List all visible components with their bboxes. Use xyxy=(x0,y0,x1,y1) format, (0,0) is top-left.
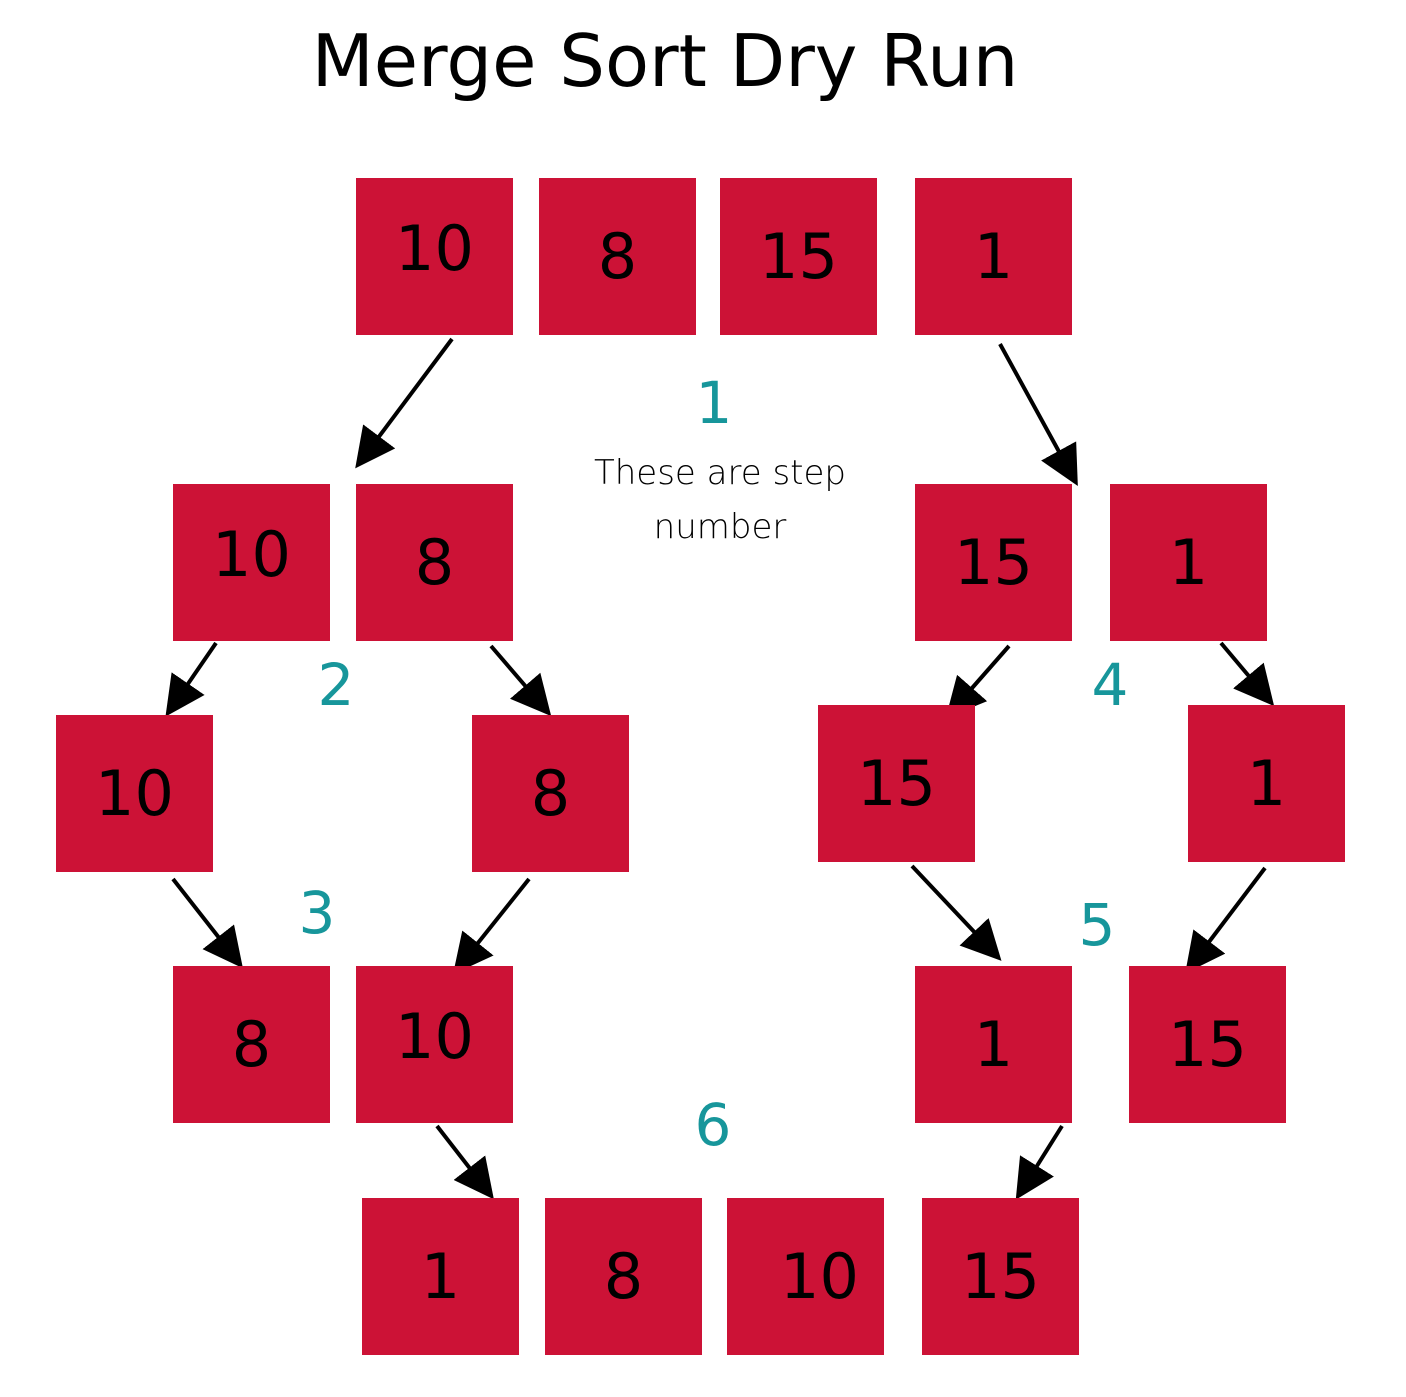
initial-box-2: 8 xyxy=(539,178,696,335)
arrow-single-15-to-merged-1 xyxy=(910,864,1002,961)
arrow-split-10-to-single-10 xyxy=(165,641,218,717)
single-left-box-1: 10 xyxy=(56,715,213,872)
arrow-split-15-to-single-15 xyxy=(945,644,1011,719)
single-left-box-2: 8 xyxy=(472,715,629,872)
merged-right-box-1: 1 xyxy=(915,966,1072,1123)
initial-box-4: 1 xyxy=(915,178,1072,335)
box-value: 8 xyxy=(414,526,455,599)
arrow-initial-to-split-left xyxy=(355,337,454,469)
box-value: 15 xyxy=(1168,1008,1247,1081)
step-number-5: 5 xyxy=(1078,891,1116,959)
split-right-box-2: 1 xyxy=(1110,484,1267,641)
arrow-merged-right-to-final xyxy=(1015,1124,1064,1200)
merged-left-box-2: 10 xyxy=(356,966,513,1123)
box-value: 1 xyxy=(973,220,1014,293)
arrow-single-1-to-merged-15 xyxy=(1185,866,1267,974)
box-value: 8 xyxy=(530,757,571,830)
box-value: 1 xyxy=(1168,526,1209,599)
box-value: 10 xyxy=(780,1240,859,1313)
arrow-split-1-to-single-1 xyxy=(1219,641,1275,707)
final-box-3: 10 xyxy=(727,1198,884,1355)
final-box-4: 15 xyxy=(922,1198,1079,1355)
box-value: 8 xyxy=(597,220,638,293)
split-left-box-1: 10 xyxy=(173,484,330,641)
final-box-1: 1 xyxy=(362,1198,519,1355)
arrow-single-8-to-merged-10 xyxy=(453,877,531,975)
box-value: 8 xyxy=(231,1008,272,1081)
box-value: 10 xyxy=(395,212,474,285)
box-value: 10 xyxy=(395,1000,474,1073)
box-value: 15 xyxy=(961,1240,1040,1313)
merged-right-box-2: 15 xyxy=(1129,966,1286,1123)
box-value: 1 xyxy=(973,1008,1014,1081)
split-left-box-2: 8 xyxy=(356,484,513,641)
diagram-title: Merge Sort Dry Run xyxy=(311,19,1019,103)
step-number-1: 1 xyxy=(695,369,733,437)
step-note: These are step number xyxy=(593,453,846,547)
box-value: 10 xyxy=(212,518,291,591)
box-value: 15 xyxy=(954,526,1033,599)
box-value: 10 xyxy=(95,757,174,830)
box-value: 1 xyxy=(1246,747,1287,820)
step-number-4: 4 xyxy=(1091,651,1129,719)
final-box-2: 8 xyxy=(545,1198,702,1355)
initial-box-3: 15 xyxy=(720,178,877,335)
merged-left-box-1: 8 xyxy=(173,966,330,1123)
split-right-box-1: 15 xyxy=(915,484,1072,641)
box-value: 15 xyxy=(857,747,936,820)
step-number-3: 3 xyxy=(298,879,336,947)
step-number-2: 2 xyxy=(317,651,355,719)
step-number-6: 6 xyxy=(694,1091,732,1159)
single-right-box-1: 15 xyxy=(818,705,975,862)
single-right-box-2: 1 xyxy=(1188,705,1345,862)
initial-box-1: 10 xyxy=(356,178,513,335)
box-value: 1 xyxy=(420,1240,461,1313)
arrow-split-8-to-single-8 xyxy=(489,644,552,717)
box-value: 8 xyxy=(603,1240,644,1313)
arrow-initial-to-split-right xyxy=(998,343,1078,487)
arrow-single-10-to-merged-8 xyxy=(171,877,243,969)
arrow-merged-left-to-final xyxy=(435,1124,494,1200)
box-value: 15 xyxy=(759,220,838,293)
